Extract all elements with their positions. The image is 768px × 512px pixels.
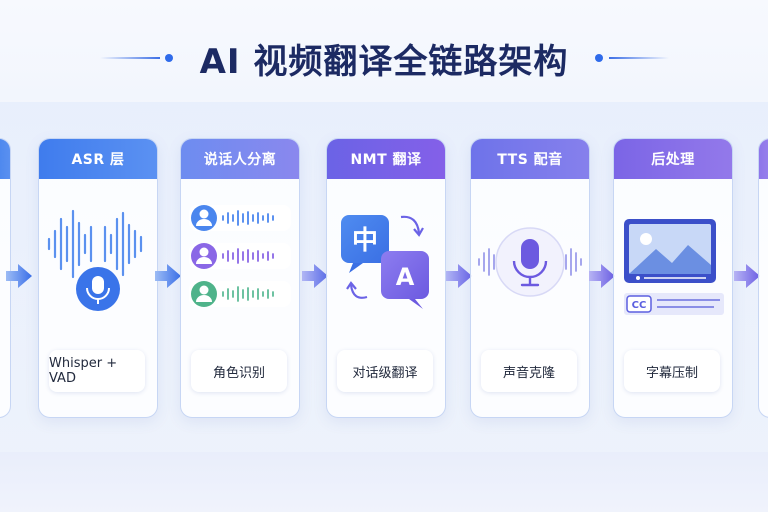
stage-header-asr: ASR 层 [39, 139, 157, 179]
title-dot-right [595, 54, 603, 62]
stage-header-postprocess: 后处理 [614, 139, 732, 179]
flow-arrow-icon [446, 264, 472, 288]
title-decoration-left [100, 57, 160, 59]
speaker-avatars-icon [189, 205, 291, 307]
flow-arrow-icon [155, 264, 181, 288]
flow-arrow-icon [589, 264, 615, 288]
stage-card-asr: ASR 层 [38, 138, 158, 418]
edge-card-left-header [0, 139, 10, 179]
edge-card-right [758, 138, 768, 418]
title-decoration-right [609, 57, 669, 59]
flow-arrow-icon [6, 264, 32, 288]
stage-card-nmt: NMT 翻译 中 A 对话级翻译 [326, 138, 446, 418]
stage-pill-nmt: 对话级翻译 [337, 350, 433, 392]
stage-pill-diarization: 角色识别 [191, 350, 287, 392]
page-title: AI 视频翻译全链路架构 [199, 42, 569, 82]
translate-icon: 中 A [341, 215, 429, 309]
flow-arrow-icon [734, 264, 760, 288]
header [0, 0, 768, 100]
stage-pill-asr: Whisper + VAD [49, 350, 145, 392]
stage-card-diarization: 说话人分离 [180, 138, 300, 418]
stage-card-tts: TTS 配音 声音克隆 [470, 138, 590, 418]
stage-card-postprocess: 后处理 CC 字幕压制 [613, 138, 733, 418]
flow-arrow-icon [302, 264, 328, 288]
stage-pill-postprocess: 字幕压制 [624, 350, 720, 392]
translate-source-glyph: 中 [352, 226, 378, 256]
translate-target-glyph: A [396, 263, 415, 291]
title-dot-left [165, 54, 173, 62]
cc-label: CC [632, 300, 647, 311]
stage-header-nmt: NMT 翻译 [327, 139, 445, 179]
stage-header-tts: TTS 配音 [471, 139, 589, 179]
footer-band [0, 452, 768, 512]
microphone-waveform-icon [47, 209, 143, 311]
stage-pill-tts: 声音克隆 [481, 350, 577, 392]
video-subtitle-icon: CC [624, 219, 724, 315]
microphone-icon [478, 227, 582, 297]
stage-header-diarization: 说话人分离 [181, 139, 299, 179]
edge-card-right-header [759, 139, 768, 179]
